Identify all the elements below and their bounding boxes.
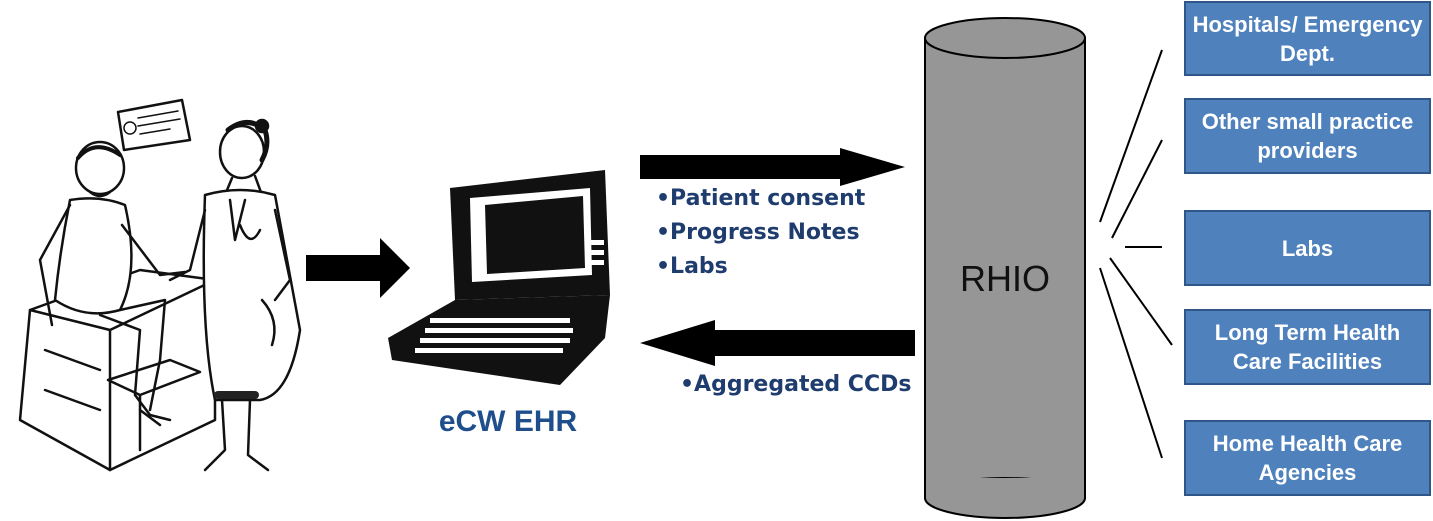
destination-label: Hospitals/ Emergency Dept. [1192,11,1423,66]
outbound-item: •Labs [656,254,728,279]
patient-figure [38,140,187,427]
destination-label: Long Term Health Care Facilities [1214,320,1401,374]
destination-label: Labs [1281,235,1334,261]
destination-box-other-providers: Other small practice providers [1184,98,1431,174]
destination-box-labs: Labs [1184,210,1431,286]
destination-box-hospitals: Hospitals/ Emergency Dept. [1184,1,1431,76]
destination-label: Other small practice providers [1201,109,1414,163]
arrow-from-rhio [640,320,915,366]
outbound-item: •Progress Notes [656,220,860,245]
connector-lines [1099,49,1173,459]
outbound-data-list: •Patient consent •Progress Notes •Labs [656,182,865,284]
inbound-item: •Aggregated CCDs [680,372,912,397]
doctor-figure [168,118,302,472]
destination-box-long-term-care: Long Term Health Care Facilities [1184,309,1431,385]
arrow-to-rhio [640,148,905,186]
inbound-data-list: •Aggregated CCDs [680,368,911,402]
certificate-icon [116,98,192,152]
doctor-patient-illustration [18,98,302,472]
ehr-label: eCW EHR [438,405,578,438]
arrow-to-ehr [306,238,410,298]
destination-box-home-health: Home Health Care Agencies [1184,420,1431,496]
outbound-item: •Patient consent [656,186,866,211]
rhio-cylinder [924,17,1086,519]
laptop-icon [388,170,610,385]
destination-label: Home Health Care Agencies [1212,431,1403,485]
rhio-label: RHIO [960,258,1050,299]
keyboard-keys [415,318,573,353]
